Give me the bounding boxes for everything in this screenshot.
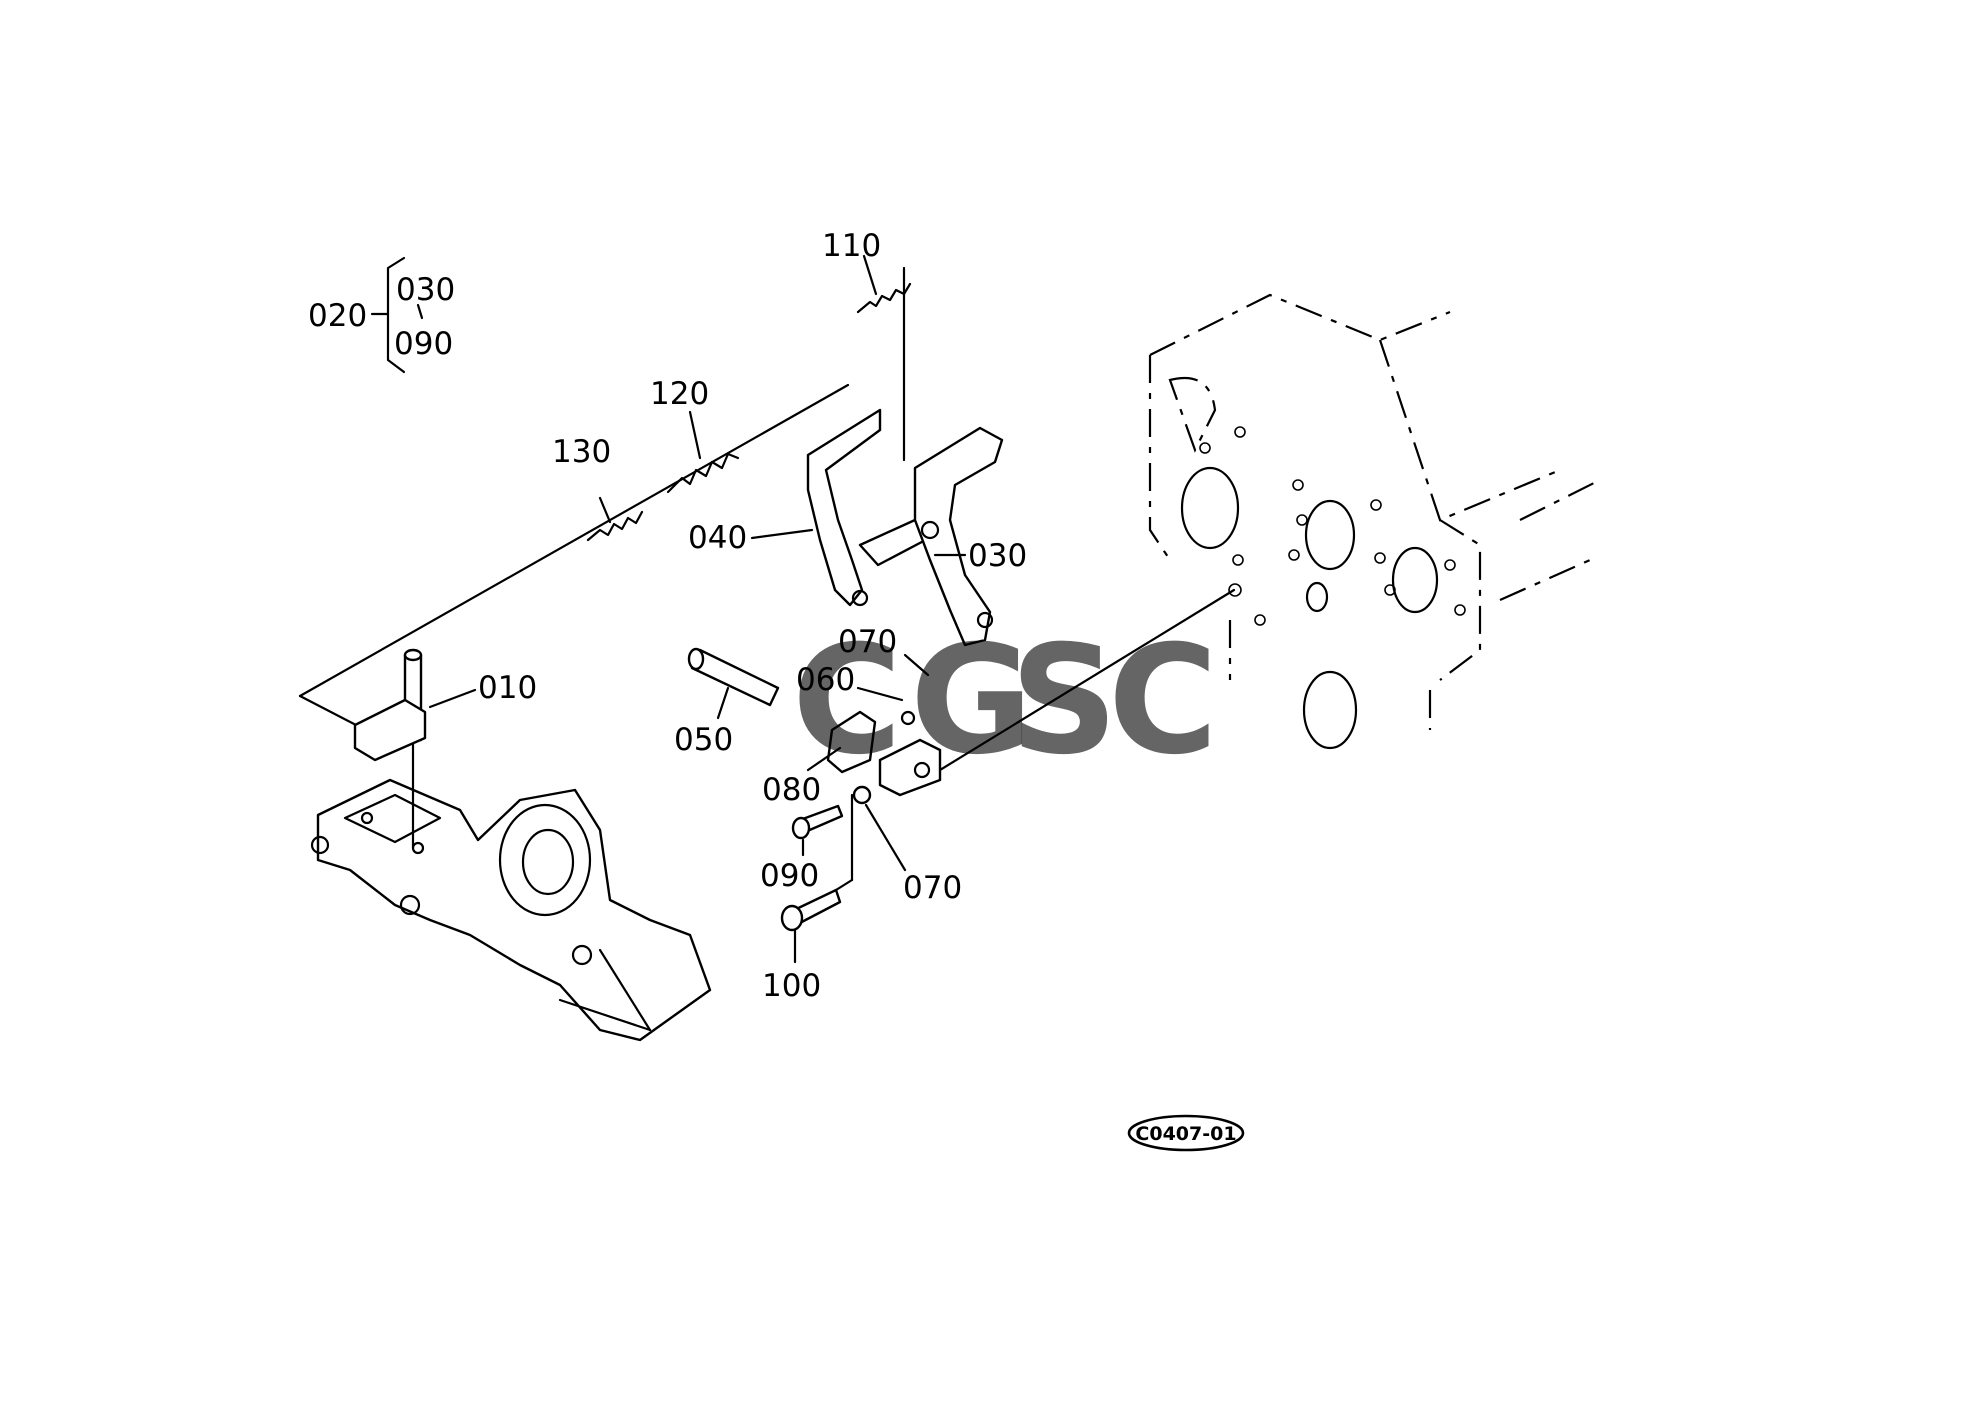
watermark-letter-4: C <box>1108 614 1218 788</box>
figure-code-badge: C0407-01 <box>1127 1114 1245 1152</box>
part-090-bolt: 090 <box>760 804 844 894</box>
label-030: 030 <box>968 538 1027 574</box>
label-110: 110 <box>822 228 881 264</box>
group-member-090: 090 <box>394 326 453 362</box>
part-130-spring: 130 <box>552 434 644 542</box>
label-080: 080 <box>762 772 821 808</box>
label-070-lower: 070 <box>903 870 962 906</box>
part-010-governor-shaft: 010 <box>353 648 537 762</box>
figure-code: C0407-01 <box>1135 1123 1236 1145</box>
label-060: 060 <box>796 662 855 698</box>
engine-block-outline <box>1148 293 1601 750</box>
watermark-letter-3: S <box>1010 614 1118 788</box>
label-090: 090 <box>760 858 819 894</box>
watermark-letter-1: C <box>792 614 902 788</box>
watermark-letter-2: G <box>910 614 1033 788</box>
watermark-logo: C G S C <box>792 614 1218 788</box>
group-member-030: 030 <box>396 272 455 308</box>
part-100-bolt: 100 <box>762 793 854 1004</box>
label-050: 050 <box>674 722 733 758</box>
label-040: 040 <box>688 520 747 556</box>
group-label: 020 <box>308 298 367 334</box>
group-bracket: 020 030 090 <box>308 256 455 374</box>
part-030-lever: 030 <box>913 426 1027 647</box>
label-100: 100 <box>762 968 821 1004</box>
label-010: 010 <box>478 670 537 706</box>
label-120: 120 <box>650 376 709 412</box>
label-070-upper: 070 <box>838 624 897 660</box>
part-120-spring: 120 <box>650 376 740 494</box>
linkage-lines <box>298 266 1236 772</box>
part-060-080-assembly: 060 070 080 <box>762 624 942 808</box>
part-070-washer: 070 <box>852 785 962 906</box>
part-050-pin: 050 <box>674 647 780 758</box>
governor-housing <box>310 742 712 1042</box>
label-130: 130 <box>552 434 611 470</box>
part-110-spring: 110 <box>822 228 912 314</box>
part-040-fork-lever: 040 <box>688 408 937 607</box>
